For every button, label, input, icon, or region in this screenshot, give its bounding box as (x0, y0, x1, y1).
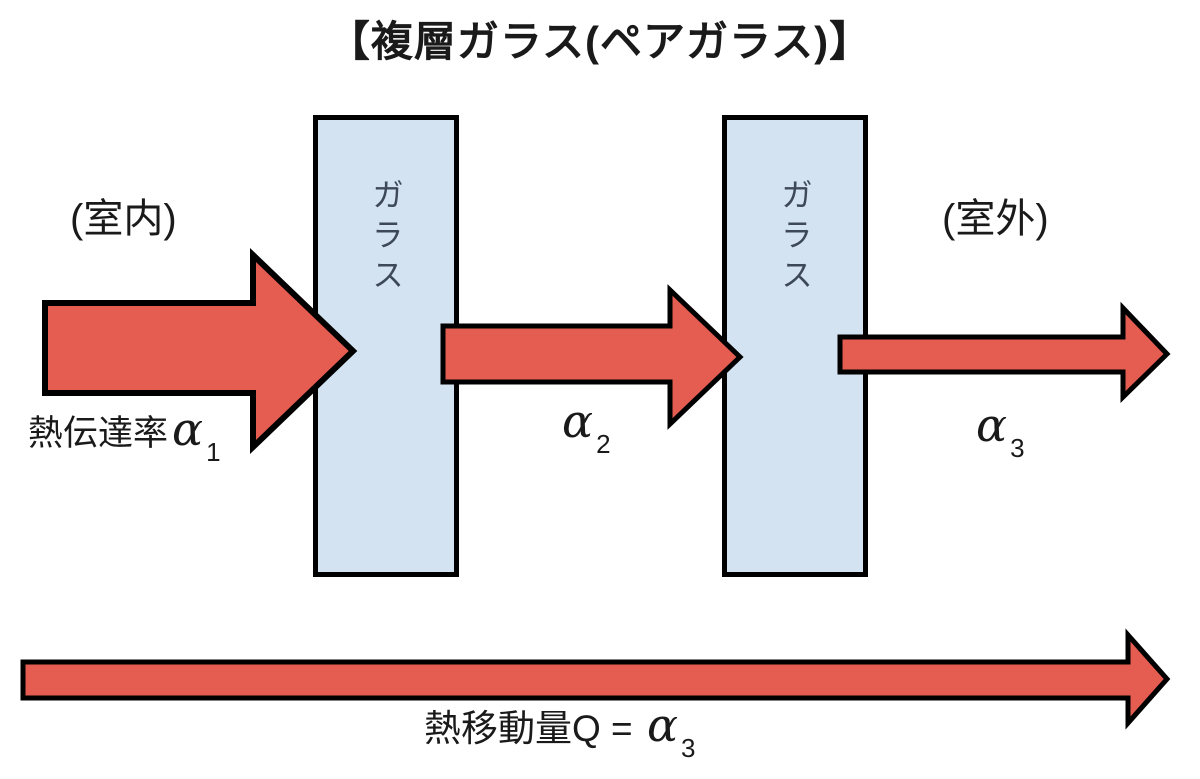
coefficient-3-symbol: α (976, 398, 1008, 452)
equation-symbol: α (646, 698, 679, 752)
equation-subscript: 3 (681, 733, 696, 763)
heat-arrow-between-panes-icon (440, 284, 744, 430)
coefficient-2-symbol: α (562, 394, 594, 448)
diagram-title: 【複層ガラス(ペアガラス)】 (327, 18, 873, 65)
coefficient-2-subscript: 2 (596, 429, 611, 459)
coefficient-1-symbol: α (172, 402, 204, 456)
heat-arrow-indoor-icon (42, 247, 358, 455)
total-heat-arrow-icon (20, 628, 1171, 730)
glass-pane-1-label: ガラス (368, 178, 404, 298)
coefficient-3-subscript: 3 (1010, 433, 1025, 463)
outdoor-label: (室外) (942, 197, 1049, 241)
coefficient-1-prefix: 熱伝達率 (28, 414, 169, 453)
equation-prefix: 熱移動量Q = (424, 708, 643, 749)
coefficient-1-subscript: 1 (206, 437, 221, 467)
indoor-label: (室内) (70, 197, 177, 241)
heat-arrow-outdoor-icon (837, 301, 1171, 403)
glass-pane-2-label: ガラス (777, 178, 813, 298)
